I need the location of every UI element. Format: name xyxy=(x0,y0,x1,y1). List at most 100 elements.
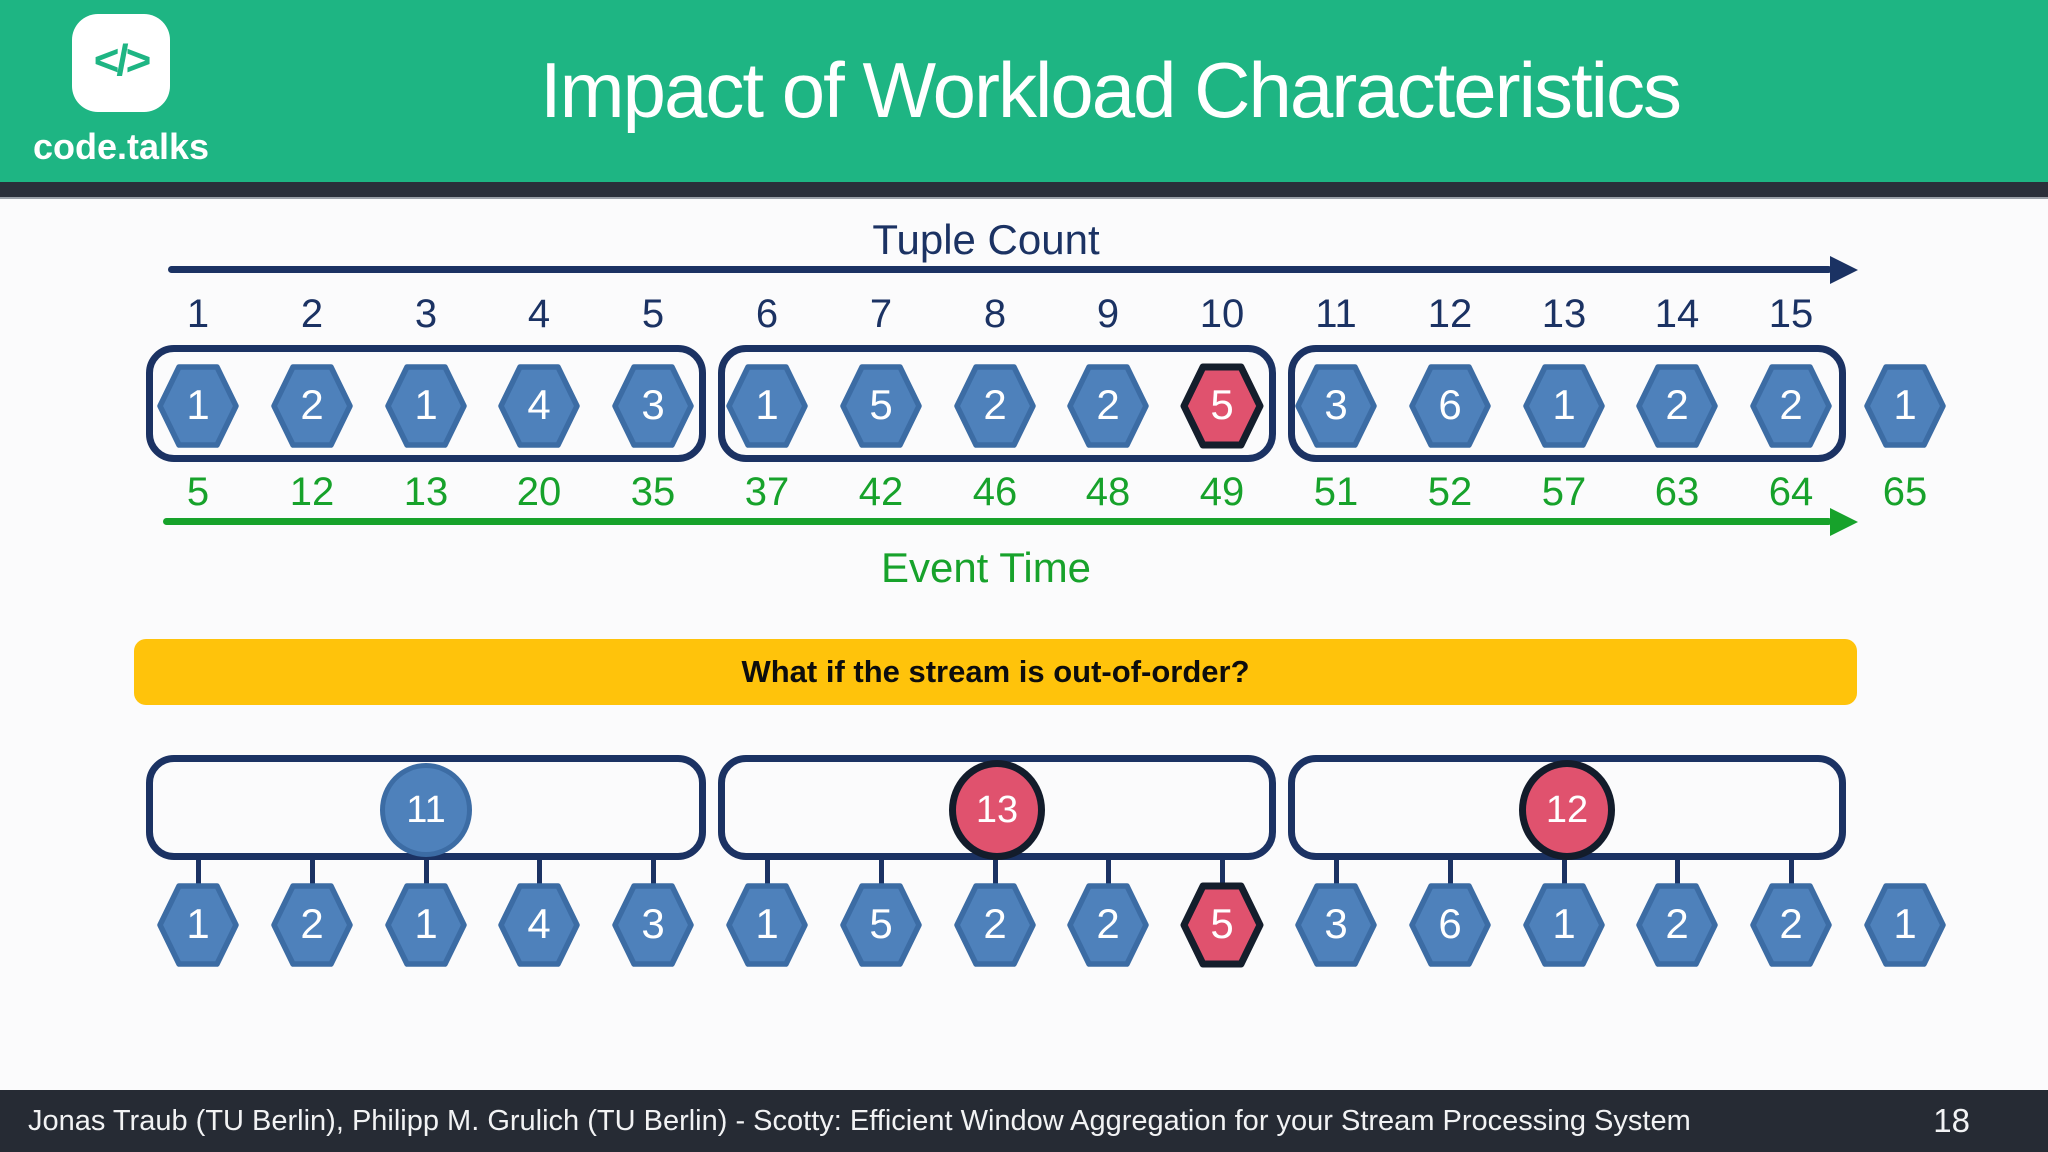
event-time-tick: 13 xyxy=(403,470,449,514)
hexagon-shape-icon xyxy=(840,883,922,967)
page-number: 18 xyxy=(1933,1102,1970,1139)
tuple-value: 2 xyxy=(300,899,324,947)
window-connector-line xyxy=(1562,853,1567,887)
tuple-value: 1 xyxy=(1893,380,1917,428)
window-connector-line xyxy=(424,853,429,887)
hexagon-shape-icon xyxy=(1636,364,1718,448)
event-time-tick: 52 xyxy=(1427,470,1473,514)
tuple-value: 3 xyxy=(1324,380,1348,428)
hexagon-shape-icon xyxy=(157,364,239,448)
tuple-value: 4 xyxy=(527,899,551,947)
hexagon-shape-icon xyxy=(498,883,580,967)
hexagon-shape-icon xyxy=(385,364,467,448)
slide-title: Impact of Workload Characteristics xyxy=(540,46,1682,134)
tuple-value: 1 xyxy=(414,380,438,428)
tuple-hexagon: 2 xyxy=(1749,362,1833,450)
hexagon-shape-icon xyxy=(954,364,1036,448)
tuple-hexagon: 1 xyxy=(156,881,240,969)
tuple-hexagon: 1 xyxy=(1863,881,1947,969)
hexagon-shape-icon xyxy=(385,883,467,967)
event-time-tick: 64 xyxy=(1768,470,1814,514)
tuple-hexagon: 2 xyxy=(1066,881,1150,969)
window-connector-line xyxy=(765,853,770,887)
tuple-window-frame xyxy=(718,345,1276,462)
tuple-count-tick: 2 xyxy=(300,292,324,336)
hexagon-shape-icon xyxy=(271,364,353,448)
tuple-value: 1 xyxy=(755,899,779,947)
hexagon-shape-icon xyxy=(1523,364,1605,448)
tuple-count-tick: 7 xyxy=(869,292,893,336)
tuple-hexagon: 3 xyxy=(611,362,695,450)
tuple-hexagon: 2 xyxy=(1066,362,1150,450)
tuple-hexagon: 2 xyxy=(270,881,354,969)
event-time-tick: 63 xyxy=(1654,470,1700,514)
event-time-tick: 5 xyxy=(186,470,210,514)
tuple-value: 2 xyxy=(1665,899,1689,947)
event-time-tick: 65 xyxy=(1882,470,1928,514)
event-time-tick: 51 xyxy=(1313,470,1359,514)
tuple-value: 6 xyxy=(1438,380,1462,428)
hexagon-shape-icon xyxy=(1180,363,1264,449)
event-time-arrowhead-icon xyxy=(1830,508,1858,536)
tuple-value: 1 xyxy=(186,899,210,947)
tuple-hexagon: 2 xyxy=(953,881,1037,969)
aggregate-value: 12 xyxy=(1545,788,1589,831)
tuple-value: 2 xyxy=(1096,899,1120,947)
hexagon-shape-icon xyxy=(726,883,808,967)
question-banner: What if the stream is out-of-order? xyxy=(134,639,1857,705)
tuple-value: 1 xyxy=(414,899,438,947)
window-connector-line xyxy=(537,853,542,887)
code-talks-logo: </> xyxy=(72,14,170,112)
tuple-count-tick: 15 xyxy=(1768,292,1814,336)
tuple-hexagon: 1 xyxy=(725,362,809,450)
tuple-count-tick: 8 xyxy=(983,292,1007,336)
tuple-value: 1 xyxy=(755,380,779,428)
hexagon-shape-icon xyxy=(1750,883,1832,967)
event-time-axis-label: Event Time xyxy=(880,544,1092,591)
header-divider xyxy=(0,182,2048,197)
tuple-count-tick: 3 xyxy=(414,292,438,336)
window-connector-line xyxy=(1334,853,1339,887)
hexagon-shape-icon xyxy=(726,364,808,448)
hexagon-shape-icon xyxy=(954,883,1036,967)
window-connector-line xyxy=(1220,853,1225,887)
tuple-value: 2 xyxy=(983,380,1007,428)
aggregate-circle: 11 xyxy=(380,763,472,857)
aggregate-circle: 12 xyxy=(1519,760,1615,860)
footer-bar: Jonas Traub (TU Berlin), Philipp M. Grul… xyxy=(0,1090,2048,1152)
footer-credits: Jonas Traub (TU Berlin), Philipp M. Grul… xyxy=(28,1104,1691,1137)
tuple-hexagon: 2 xyxy=(953,362,1037,450)
tuple-hexagon: 4 xyxy=(497,362,581,450)
logo-wordmark: code.talks xyxy=(32,126,210,167)
tuple-hexagon: 2 xyxy=(1635,881,1719,969)
window-connector-line xyxy=(1675,853,1680,887)
tuple-hexagon: 1 xyxy=(384,362,468,450)
tuple-value: 2 xyxy=(1779,899,1803,947)
event-time-tick: 48 xyxy=(1085,470,1131,514)
hexagon-shape-icon xyxy=(1864,883,1946,967)
event-time-tick: 35 xyxy=(630,470,676,514)
tuple-hexagon: 3 xyxy=(1294,362,1378,450)
tuple-hexagon: 1 xyxy=(156,362,240,450)
tuple-hexagon: 3 xyxy=(611,881,695,969)
tuple-count-tick: 13 xyxy=(1541,292,1587,336)
tuple-value: 6 xyxy=(1438,899,1462,947)
tuple-count-tick: 14 xyxy=(1654,292,1700,336)
tuple-value: 2 xyxy=(1665,380,1689,428)
event-time-tick: 42 xyxy=(858,470,904,514)
hexagon-shape-icon xyxy=(1523,883,1605,967)
tuple-count-tick: 4 xyxy=(527,292,551,336)
tuple-count-axis-arrow xyxy=(168,266,1832,273)
aggregate-value: 11 xyxy=(406,788,446,831)
tuple-count-tick: 1 xyxy=(186,292,210,336)
event-time-tick: 37 xyxy=(744,470,790,514)
window-connector-line xyxy=(651,853,656,887)
event-time-tick: 12 xyxy=(289,470,335,514)
window-connector-line xyxy=(196,853,201,887)
code-icon: </> xyxy=(93,36,152,85)
tuple-value: 1 xyxy=(1552,899,1576,947)
question-banner-text: What if the stream is out-of-order? xyxy=(741,654,1250,689)
tuple-value: 5 xyxy=(1210,899,1234,947)
window-connector-line xyxy=(993,853,998,887)
window-connector-line xyxy=(1106,853,1111,887)
